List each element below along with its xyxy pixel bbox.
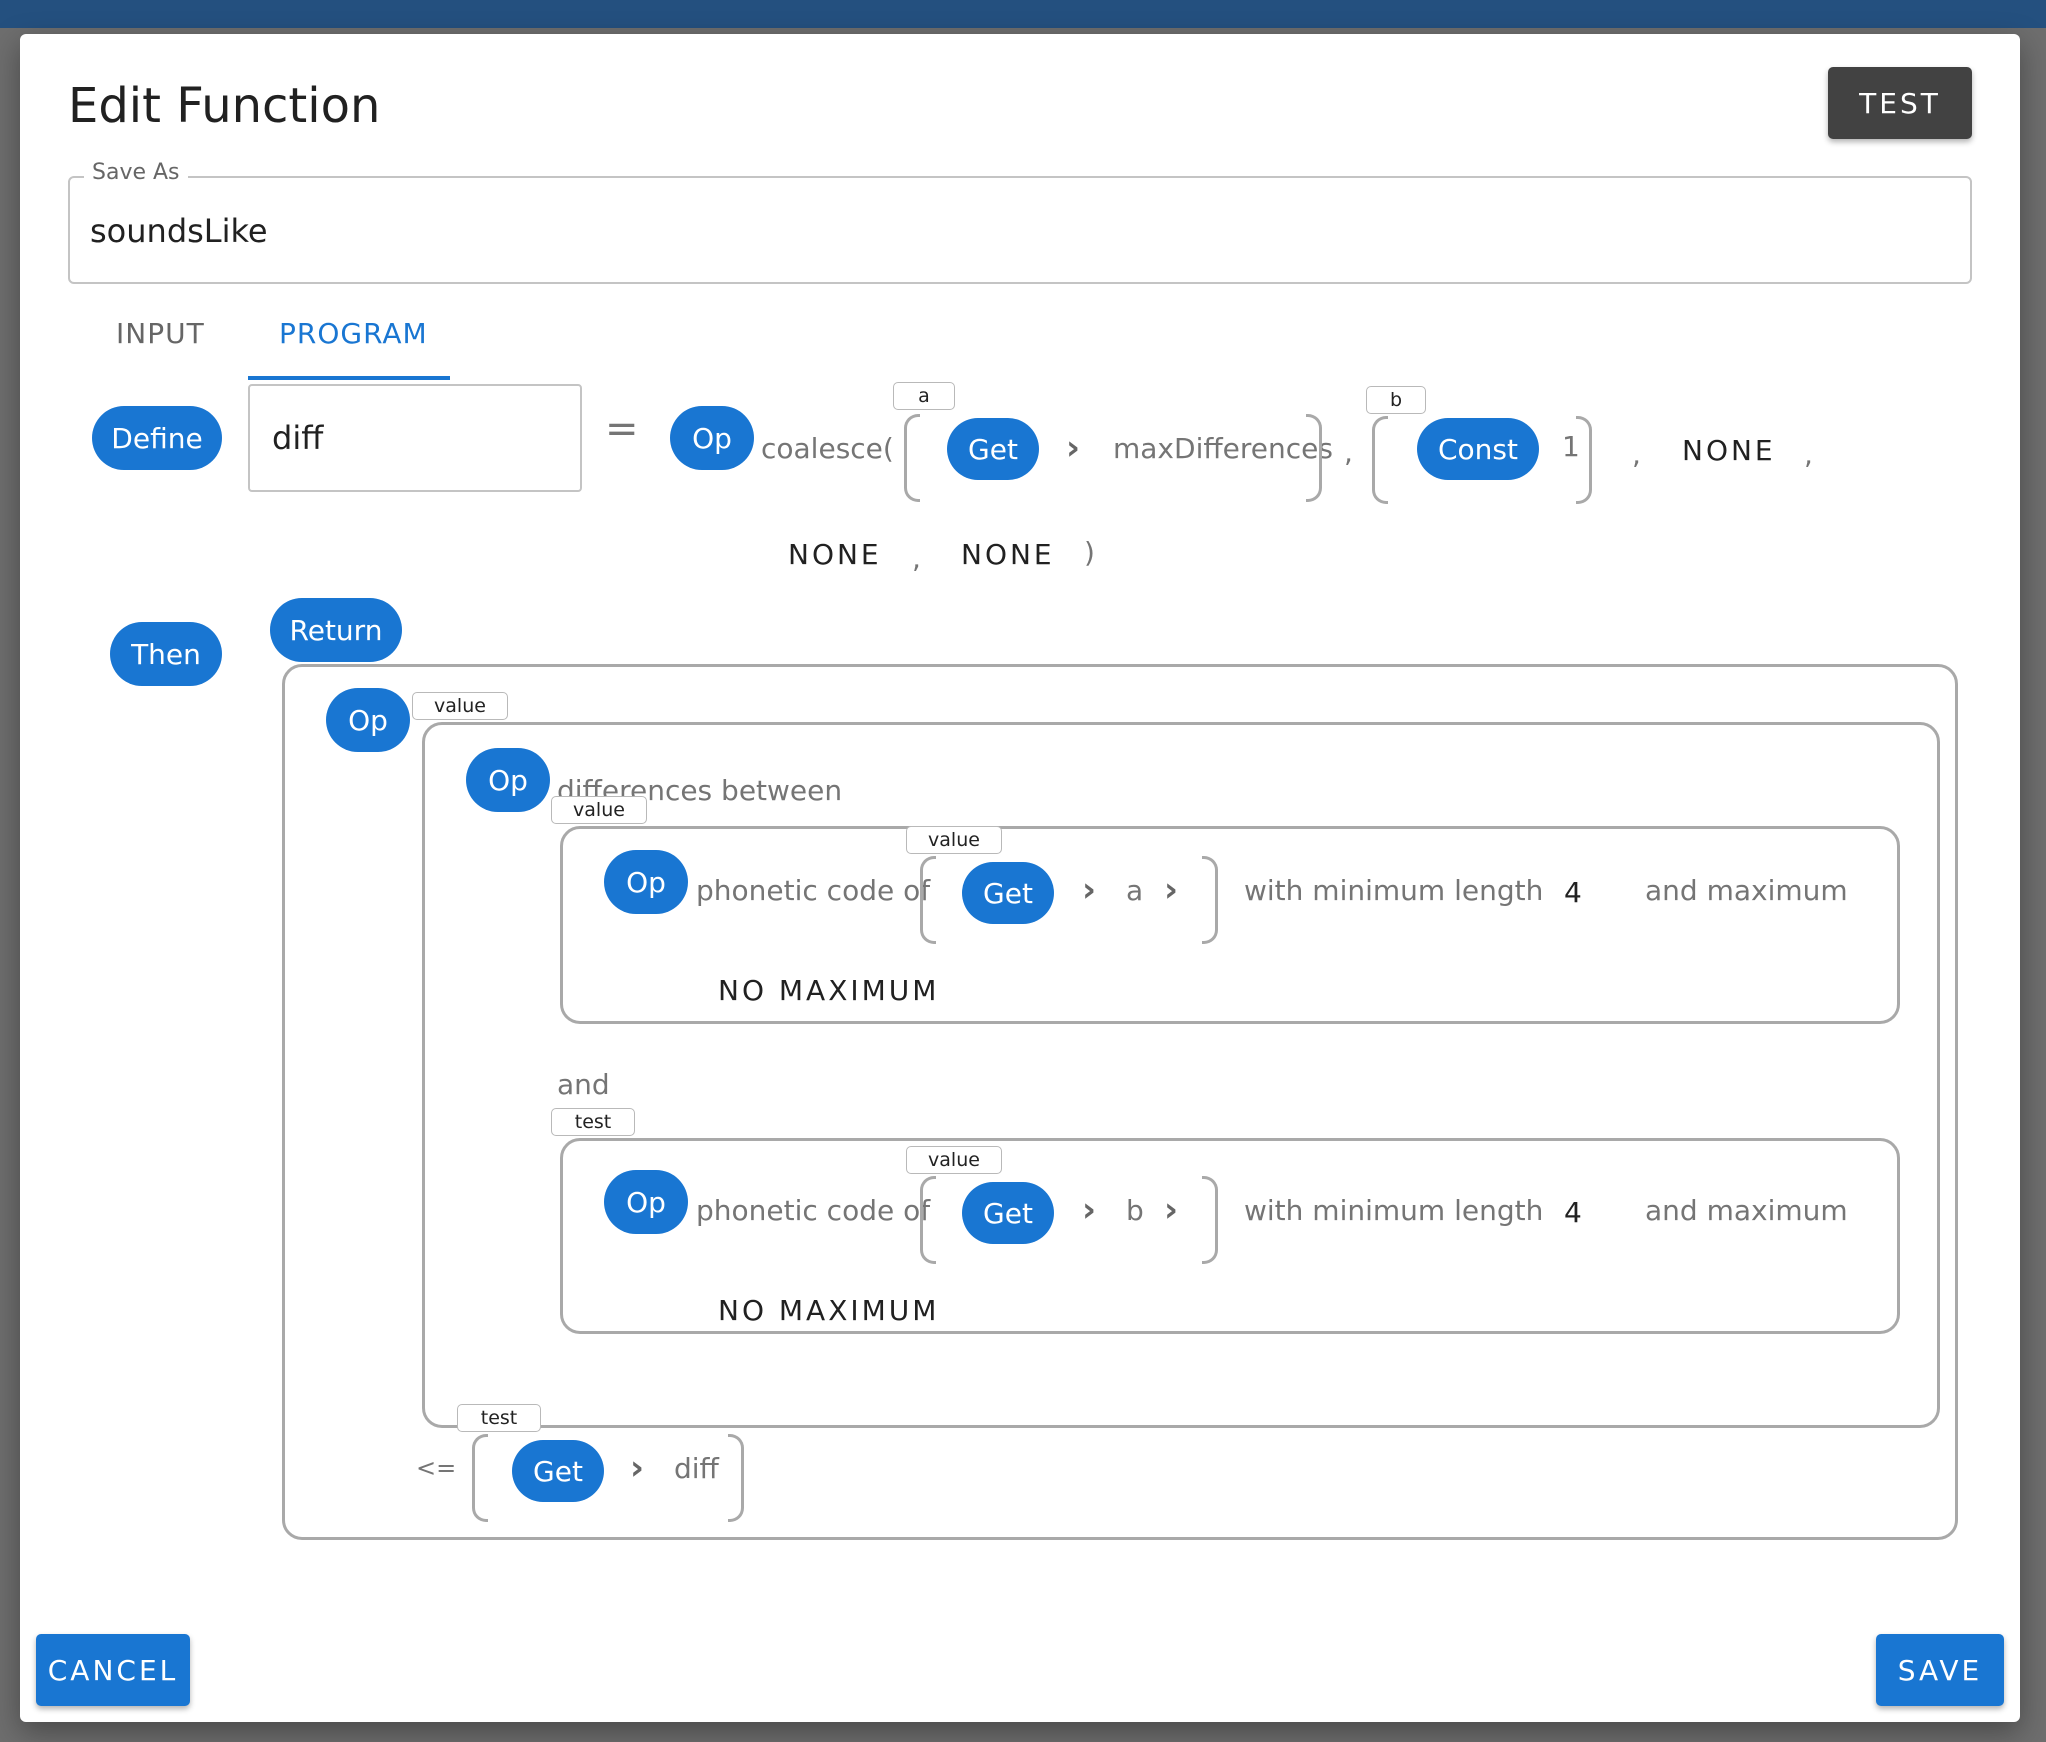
first-arg-left-paren [920,856,936,944]
second-get-pill[interactable]: Get [962,1182,1054,1244]
second-test-tag: test [551,1108,635,1136]
second-phonetic-block [560,1138,1900,1334]
coalesce-close-paren: ) [1084,536,1095,569]
compare-right-paren [728,1434,744,1522]
tab-input[interactable]: INPUT [116,317,205,350]
tab-program[interactable]: PROGRAM [279,317,428,350]
second-field: b [1126,1194,1144,1227]
first-field: a [1126,874,1144,907]
arg-b-left-paren [1372,416,1388,504]
second-min-length-value[interactable]: 4 [1564,1196,1582,1229]
second-arg-tag: value [906,1146,1002,1174]
comma: , [1344,436,1353,469]
first-max-value[interactable]: NO MAXIMUM [718,974,940,1007]
coalesce-label: coalesce( [761,432,894,465]
arg-a-field: maxDifferences [1113,432,1333,465]
first-max-label: and maximum [1645,874,1848,907]
first-value-tag: value [551,796,647,824]
arg-a-get-pill[interactable]: Get [947,418,1039,480]
return-pill[interactable]: Return [270,598,402,662]
save-as-field[interactable]: Save As soundsLike [68,160,1972,284]
chevron-right-icon[interactable]: › [1164,1190,1179,1230]
dialog-title: Edit Function [68,78,381,134]
chevron-right-icon[interactable]: › [1082,1190,1097,1230]
outer-op-tag: value [412,692,508,720]
define-op-pill[interactable]: Op [670,406,754,470]
second-max-label: and maximum [1645,1194,1848,1227]
second-phonetic-op-pill[interactable]: Op [604,1170,688,1234]
return-block [282,664,1958,1540]
compare-left-paren [472,1434,488,1522]
arg-d-value[interactable]: NONE [788,538,882,571]
app-top-bar [0,0,2046,28]
first-phonetic-op-pill[interactable]: Op [604,850,688,914]
tab-active-indicator [248,376,450,380]
outer-op-block [422,722,1940,1428]
comma: , [1632,438,1641,471]
arg-e-value[interactable]: NONE [961,538,1055,571]
define-name-input[interactable]: diff [248,384,582,492]
first-min-length-label: with minimum length [1244,874,1544,907]
arg-a-right-paren [1306,414,1322,502]
compare-get-pill[interactable]: Get [512,1440,604,1502]
arg-b-right-paren [1576,416,1592,504]
compare-operator[interactable]: <= [416,1454,457,1482]
arg-a-tag: a [893,382,955,410]
second-min-length-label: with minimum length [1244,1194,1544,1227]
equals-sign: = [605,406,639,452]
arg-a-left-paren [904,414,920,502]
save-as-label: Save As [84,160,188,185]
arg-b-const-pill[interactable]: Const [1417,418,1539,480]
differences-op-pill[interactable]: Op [466,748,550,812]
outer-op-pill[interactable]: Op [326,688,410,752]
second-phonetic-label: phonetic code of [696,1194,931,1227]
chevron-right-icon[interactable]: › [1164,870,1179,910]
second-arg-left-paren [920,1176,936,1264]
chevron-right-icon[interactable]: › [630,1448,645,1488]
then-keyword[interactable]: Then [110,622,222,686]
and-label: and [557,1068,610,1101]
first-arg-right-paren [1202,856,1218,944]
second-arg-right-paren [1202,1176,1218,1264]
save-as-input[interactable]: soundsLike [90,212,268,250]
compare-test-tag: test [457,1404,541,1432]
arg-c-value[interactable]: NONE [1682,434,1776,467]
first-phonetic-label: phonetic code of [696,874,931,907]
first-phonetic-block [560,826,1900,1024]
comma: , [1804,438,1813,471]
first-min-length-value[interactable]: 4 [1564,876,1582,909]
test-button[interactable]: TEST [1828,67,1972,139]
save-button[interactable]: SAVE [1876,1634,2004,1706]
comma: , [912,542,921,575]
second-max-value[interactable]: NO MAXIMUM [718,1294,940,1327]
first-get-pill[interactable]: Get [962,862,1054,924]
cancel-button[interactable]: CANCEL [36,1634,190,1706]
chevron-right-icon[interactable]: › [1066,428,1081,468]
first-arg-tag: value [906,826,1002,854]
chevron-right-icon[interactable]: › [1082,870,1097,910]
arg-b-tag: b [1366,386,1426,414]
define-keyword[interactable]: Define [92,406,222,470]
arg-b-const-value[interactable]: 1 [1562,430,1580,463]
compare-field: diff [674,1452,719,1485]
edit-function-dialog: Edit Function TEST Save As soundsLike IN… [20,34,2020,1722]
